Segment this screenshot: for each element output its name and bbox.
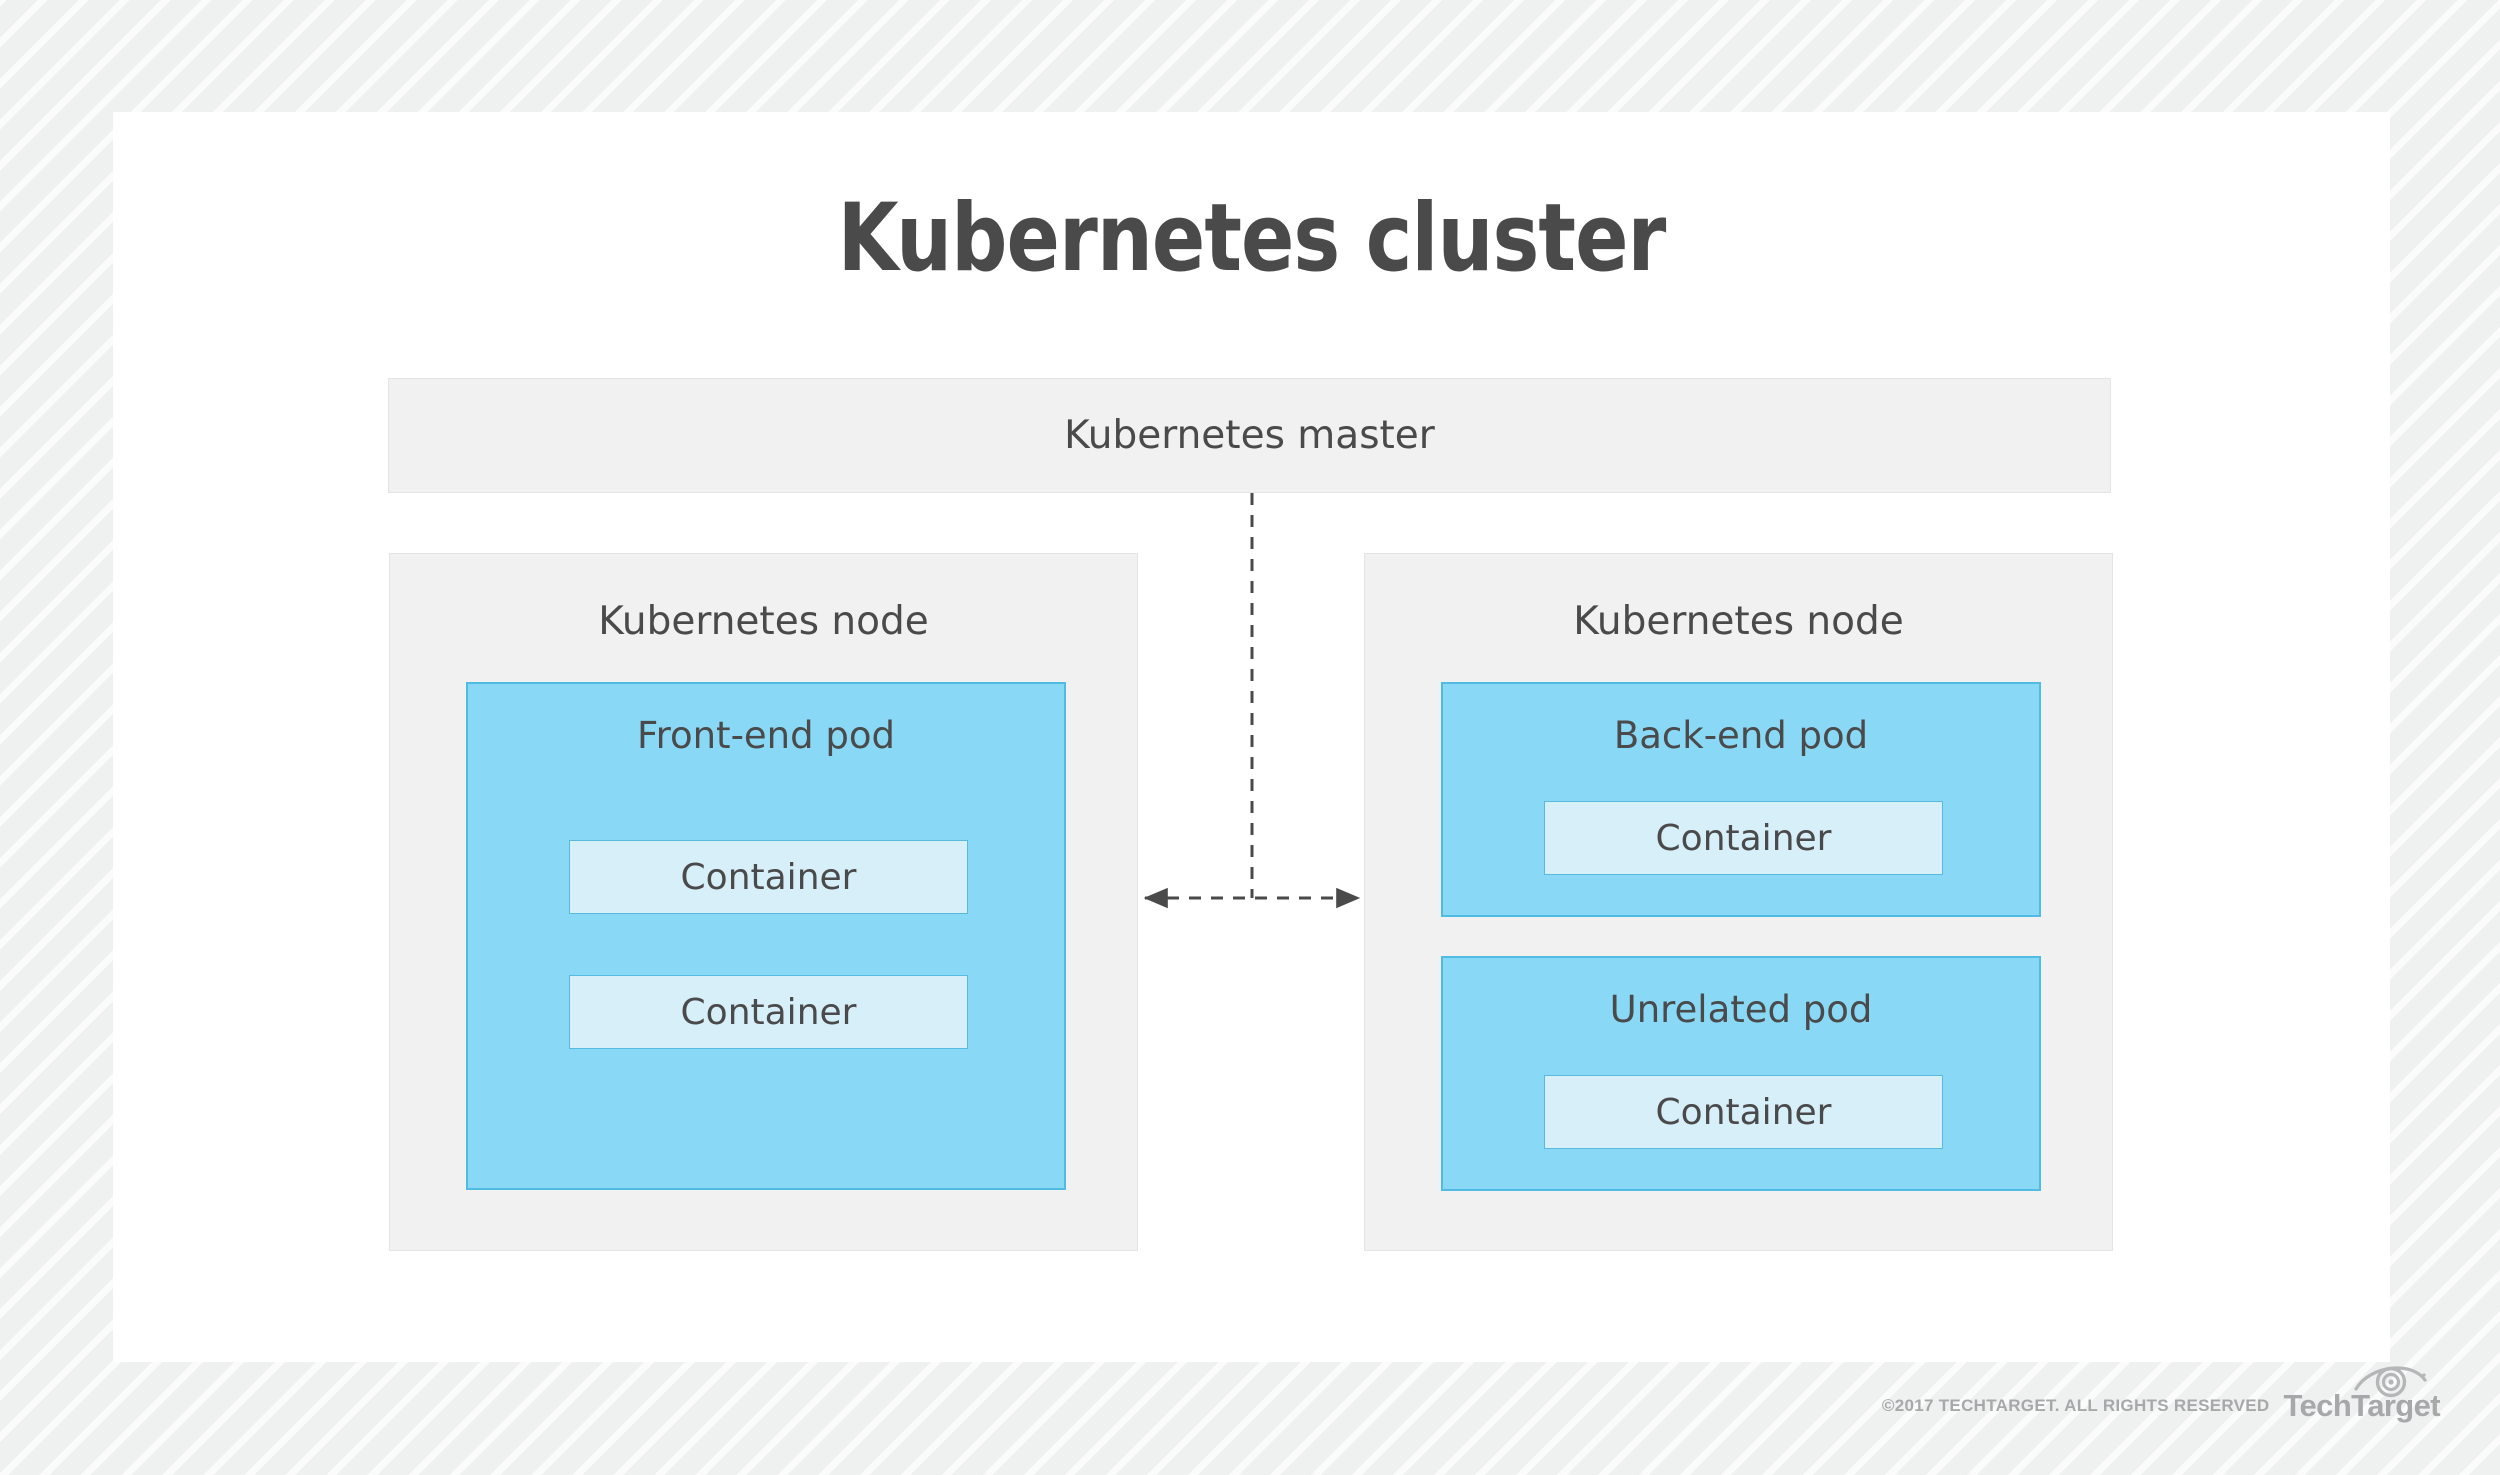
unrelated-pod-label: Unrelated pod bbox=[1609, 988, 1873, 1031]
kubernetes-master-label: Kubernetes master bbox=[1064, 413, 1435, 458]
back-end-pod: Back-end pod Container bbox=[1441, 682, 2041, 917]
container-label: Container bbox=[680, 991, 857, 1033]
kubernetes-master-box: Kubernetes master bbox=[388, 378, 2111, 493]
container-label: Container bbox=[1655, 817, 1832, 859]
diagram-card: Kubernetes cluster Kubernetes master Kub… bbox=[113, 112, 2390, 1362]
brand-name: TechTarget bbox=[2283, 1388, 2441, 1423]
container-box: Container bbox=[1544, 801, 1943, 875]
copyright-text: ©2017 TECHTARGET. ALL RIGHTS RESERVED bbox=[1881, 1395, 2270, 1415]
back-end-pod-label: Back-end pod bbox=[1613, 714, 1869, 757]
kubernetes-node-right: Kubernetes node Back-end pod Container U… bbox=[1364, 553, 2113, 1251]
footer: ©2017 TECHTARGET. ALL RIGHTS RESERVED Te… bbox=[0, 1366, 2500, 1423]
techtarget-logo: TechTarget bbox=[2283, 1366, 2441, 1423]
kubernetes-node-left-label: Kubernetes node bbox=[598, 599, 929, 644]
container-label: Container bbox=[1655, 1091, 1832, 1133]
container-box: Container bbox=[1544, 1075, 1943, 1149]
container-label: Container bbox=[680, 856, 857, 898]
page-title: Kubernetes cluster bbox=[837, 184, 1667, 293]
container-box: Container bbox=[569, 975, 968, 1049]
front-end-pod: Front-end pod Container Container bbox=[466, 682, 1066, 1190]
front-end-pod-label: Front-end pod bbox=[636, 714, 895, 757]
container-box: Container bbox=[569, 840, 968, 914]
eye-icon bbox=[2354, 1358, 2428, 1402]
unrelated-pod: Unrelated pod Container bbox=[1441, 956, 2041, 1191]
kubernetes-node-right-label: Kubernetes node bbox=[1573, 599, 1904, 644]
kubernetes-node-left: Kubernetes node Front-end pod Container … bbox=[389, 553, 1138, 1251]
